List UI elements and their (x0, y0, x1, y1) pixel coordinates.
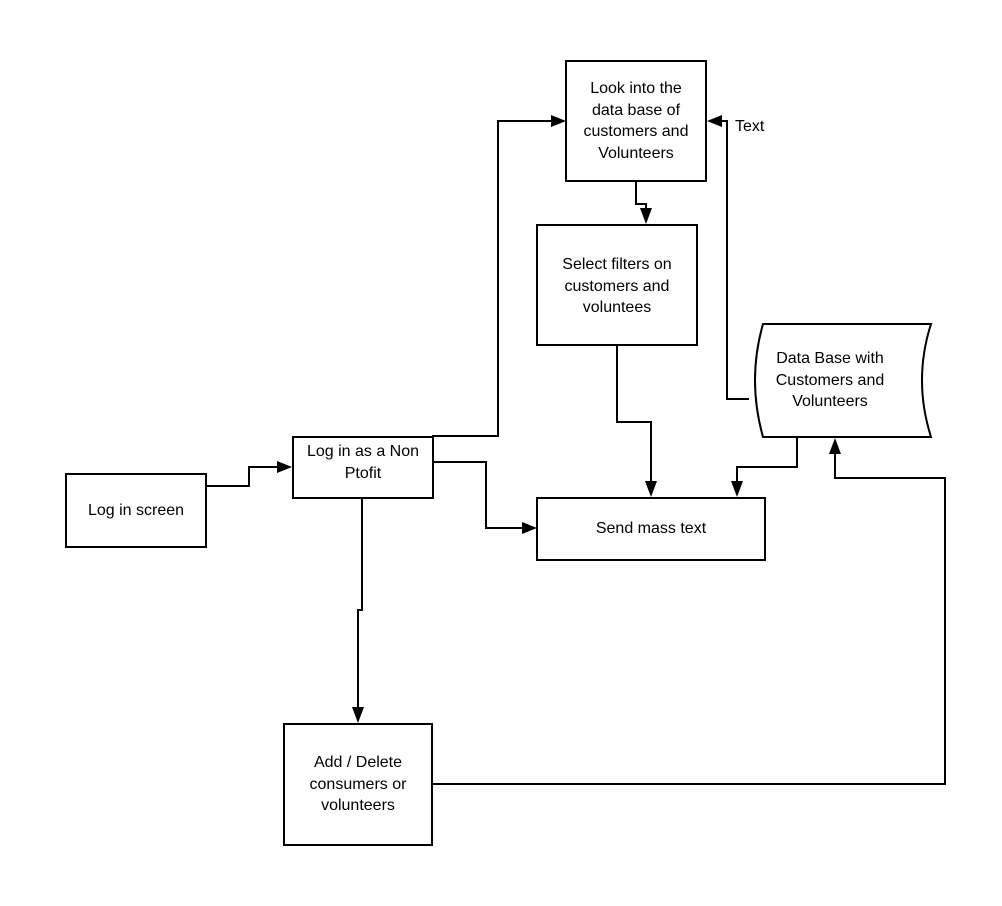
node-add-delete[interactable]: Add / Delete consumers or volunteers (283, 723, 433, 846)
edge-login-screen-to-login-nonprofit (206, 466, 280, 487)
node-label: Log in screen (87, 501, 185, 519)
node-label: Select filters on customers and voluntee… (562, 256, 672, 316)
node-send-mass-text[interactable]: Send mass text (536, 497, 766, 561)
arrowhead-database-bottom (829, 438, 841, 454)
arrowhead-select-filters-top (640, 208, 652, 224)
arrowhead-send-mass-text-left (522, 522, 537, 534)
edge-login-nonprofit-to-send-mass-text (432, 461, 523, 529)
node-database[interactable]: Data Base with Customers and Volunteers (752, 324, 908, 437)
arrowhead-look-into-db-left (551, 115, 566, 127)
node-label: Log in as a Non Ptofit (306, 443, 420, 482)
edge-database-to-look-into-db (721, 120, 749, 400)
node-label: Data Base with Customers and Volunteers (775, 350, 885, 411)
database-shape (754, 323, 933, 438)
edge-look-into-db-to-select-filters (635, 181, 647, 210)
edge-add-delete-to-database (432, 454, 946, 785)
node-log-in-as-nonprofit[interactable]: Log in as a Non Ptofit (292, 436, 434, 499)
node-label: Look into the data base of customers and… (583, 80, 689, 162)
arrowhead-look-into-db-right (707, 115, 722, 127)
arrowhead-send-mass-text-top-b (731, 481, 743, 497)
edge-login-nonprofit-to-add-delete (357, 497, 363, 708)
node-label: Add / Delete consumers or volunteers (309, 754, 407, 815)
edge-login-nonprofit-to-look-into-db (432, 120, 553, 437)
edge-select-filters-to-send-mass-text (616, 345, 652, 482)
node-log-in-screen[interactable]: Log in screen (65, 473, 207, 548)
edge-database-to-send-mass-text (736, 437, 798, 482)
node-label: Send mass text (595, 520, 707, 538)
arrowhead-send-mass-text-top-a (645, 481, 657, 497)
arrowhead-add-delete-top (352, 707, 364, 723)
edge-label-text: Text (735, 118, 765, 135)
node-look-into-database[interactable]: Look into the data base of customers and… (565, 60, 707, 182)
arrowhead-login-nonprofit-left (277, 461, 292, 473)
node-select-filters[interactable]: Select filters on customers and voluntee… (536, 224, 698, 346)
